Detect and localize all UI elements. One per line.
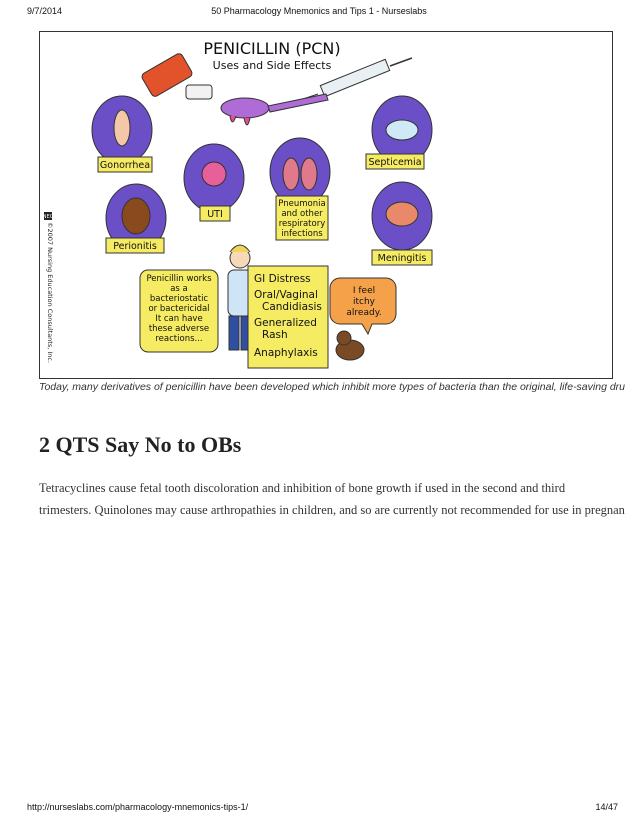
svg-text:respiratory: respiratory	[279, 219, 325, 229]
svg-text:already.: already.	[346, 308, 381, 318]
svg-text:Meningitis: Meningitis	[378, 253, 427, 264]
info-box: Penicillin works as a bacteriostatic or …	[139, 269, 219, 353]
nurse-figure-icon	[227, 244, 253, 351]
label-septicemia: Septicemia	[365, 153, 425, 170]
svg-text:Septicemia: Septicemia	[368, 157, 421, 168]
side-effect-gi-distress: GI Distress	[254, 273, 311, 285]
speech-bubble: I feel itchy already.	[329, 277, 397, 336]
svg-text:Penicillin works: Penicillin works	[146, 274, 212, 284]
cartoon-title: PENICILLIN (PCN)	[203, 39, 340, 58]
section-heading: 2 QTS Say No to OBs	[39, 432, 242, 457]
svg-text:infections: infections	[281, 229, 323, 239]
side-effect-rash: Rash	[262, 329, 288, 341]
label-uti: UTI	[199, 205, 231, 222]
print-footer-url: http://nurseslabs.com/pharmacology-mnemo…	[27, 802, 249, 812]
label-gonorrhea: Gonorrhea	[97, 156, 153, 173]
svg-text:itchy: itchy	[353, 297, 376, 307]
side-effect-candidiasis: Candidiasis	[262, 301, 322, 313]
section-paragraph-line-1: Tetracyclines cause fetal tooth discolor…	[39, 481, 566, 495]
svg-text:UTI: UTI	[207, 209, 223, 220]
section-paragraph-line-2: trimesters. Quinolones may cause arthrop…	[39, 503, 625, 517]
side-effects-panel: GI Distress Oral/Vaginal Candidiasis Gen…	[247, 265, 329, 369]
svg-text:Gonorrhea: Gonorrhea	[100, 160, 150, 171]
svg-text:reactions...: reactions...	[155, 334, 202, 344]
medicine-spoon-icon	[220, 93, 329, 126]
brain-icon	[371, 181, 433, 251]
svg-text:or bactericidal: or bactericidal	[148, 304, 209, 314]
label-perionitis: Perionitis	[105, 237, 165, 254]
svg-text:I feel: I feel	[353, 286, 375, 296]
uti-icon	[183, 143, 245, 213]
print-date: 9/7/2014	[27, 6, 63, 16]
image-caption: Today, many derivatives of penicillin ha…	[39, 381, 626, 393]
pill-bottle-icon	[141, 53, 213, 100]
svg-text:NEC: NEC	[43, 214, 54, 220]
svg-text:It can have: It can have	[155, 314, 202, 324]
print-page-number: 14/47	[595, 802, 618, 812]
svg-text:Pneumonia: Pneumonia	[278, 199, 325, 209]
baby-icon	[371, 95, 433, 165]
label-pneumonia: Pneumonia and other respiratory infectio…	[275, 195, 329, 241]
cartoon-illustration: PENICILLIN (PCN) Uses and Side Effects	[43, 39, 433, 369]
nec-logo-icon: NEC	[43, 212, 54, 220]
side-effect-generalized: Generalized	[254, 317, 317, 329]
side-effect-anaphylaxis: Anaphylaxis	[254, 347, 318, 359]
svg-text:these adverse: these adverse	[149, 324, 209, 334]
side-effect-oral-vaginal: Oral/Vaginal	[254, 289, 318, 301]
cartoon-subtitle: Uses and Side Effects	[213, 59, 332, 72]
print-page-title: 50 Pharmacology Mnemonics and Tips 1 - N…	[211, 6, 427, 16]
copyright-notice: ©2007 Nursing Education Consultants, Inc…	[46, 222, 54, 363]
gonorrhea-icon	[91, 95, 153, 165]
penicillin-cartoon: PENICILLIN (PCN) Uses and Side Effects	[39, 31, 613, 379]
abdomen-icon	[105, 183, 167, 253]
svg-text:and other: and other	[281, 209, 323, 219]
svg-text:Perionitis: Perionitis	[113, 241, 157, 252]
svg-text:bacteriostatic: bacteriostatic	[150, 294, 209, 304]
svg-text:as a: as a	[170, 284, 188, 294]
dog-icon	[335, 330, 365, 361]
label-meningitis: Meningitis	[371, 249, 433, 266]
